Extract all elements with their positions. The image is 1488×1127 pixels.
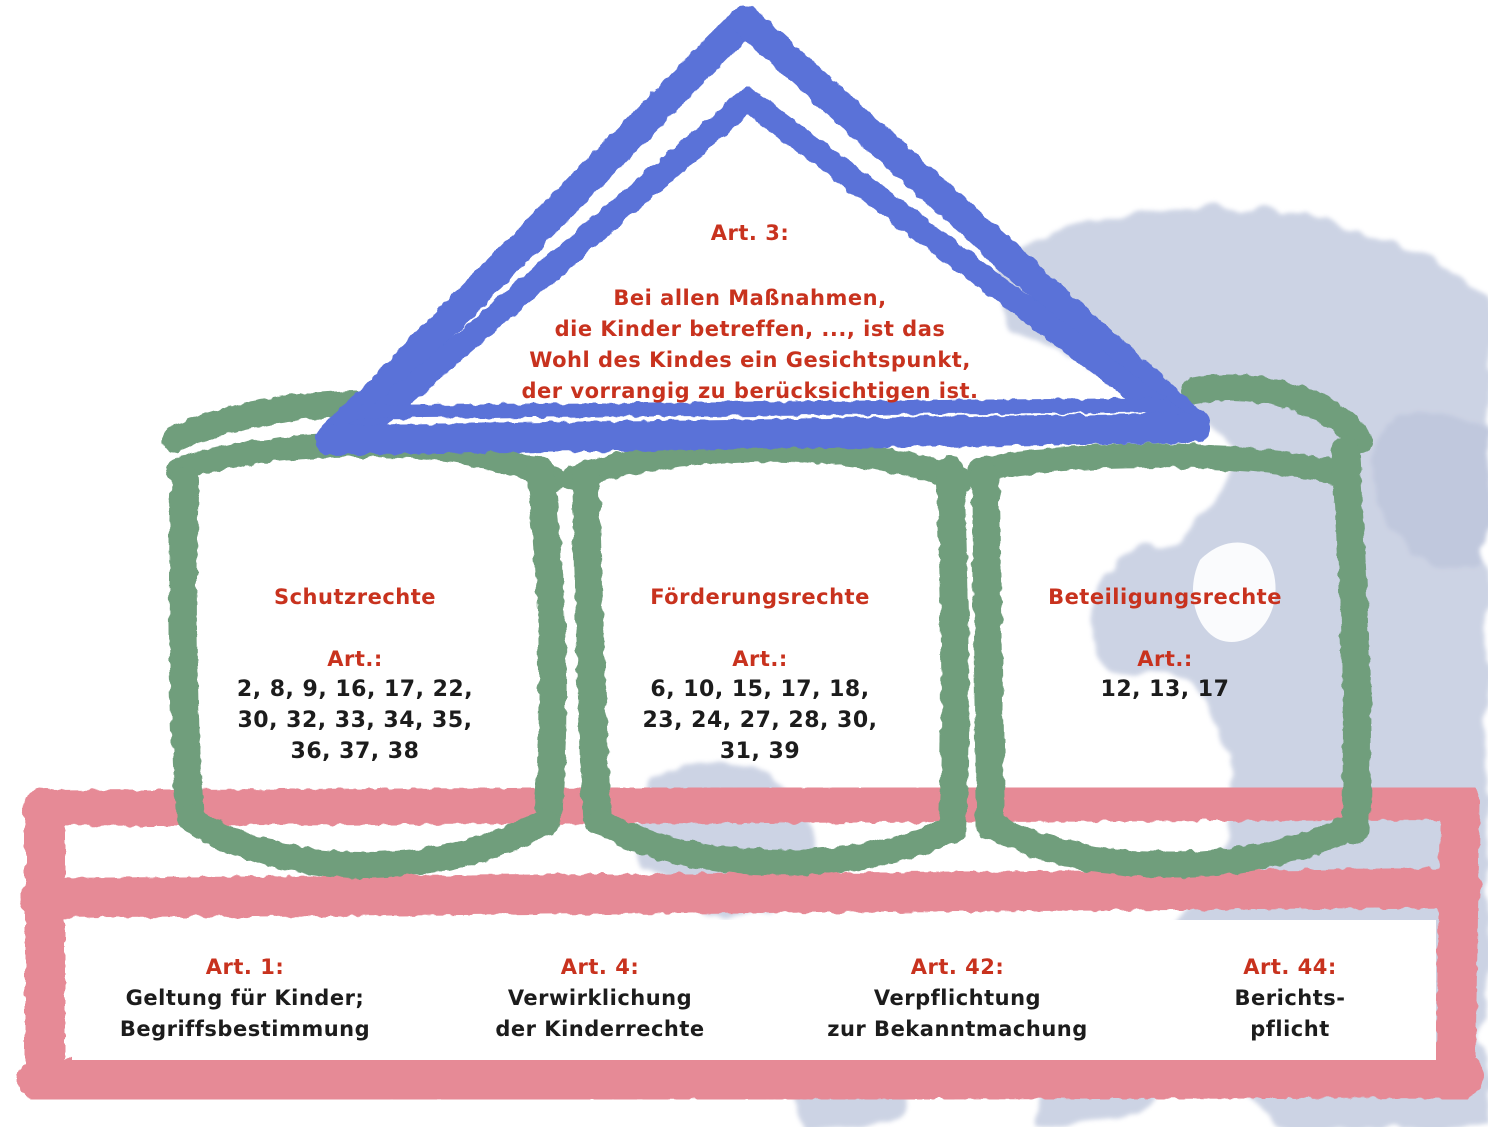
base-line: Verpflichtung — [873, 986, 1042, 1010]
pillar-title: Beteiligungsrechte — [1048, 585, 1282, 609]
base-article-1: Art. 1: Geltung für Kinder; Begriffsbest… — [80, 952, 410, 1045]
base-line: Begriffsbestimmung — [119, 1017, 371, 1041]
base-line: zur Bekanntmachung — [827, 1017, 1088, 1041]
roof-heading: Art. 3: — [710, 221, 790, 245]
pillar-article-line: 36, 37, 38 — [290, 739, 420, 764]
pillar-schutzrechte: Schutzrechte Art.: 2, 8, 9, 16, 17, 22, … — [185, 582, 525, 767]
base-line: Berichts- — [1234, 986, 1346, 1010]
base-article-42: Art. 42: Verpflichtung zur Bekanntmachun… — [785, 952, 1130, 1045]
pillar-article-line: 31, 39 — [719, 739, 801, 764]
silhouette-highlight — [1192, 542, 1276, 642]
pillar-art-label: Art.: — [732, 647, 788, 671]
base-line: pflicht — [1250, 1017, 1330, 1041]
base-article-44: Art. 44: Berichts- pflicht — [1175, 952, 1405, 1045]
base-line: Geltung für Kinder; — [125, 986, 365, 1010]
pillar-article-line: 30, 32, 33, 34, 35, — [237, 708, 473, 733]
base-heading: Art. 44: — [1243, 955, 1337, 979]
base-article-4: Art. 4: Verwirklichung der Kinderrechte — [445, 952, 755, 1045]
pillar-article-line: 12, 13, 17 — [1100, 677, 1230, 702]
roof-line: Wohl des Kindes ein Gesichtspunkt, — [529, 348, 971, 372]
roof-line: Bei allen Maßnahmen, — [613, 286, 887, 310]
base-panel — [72, 920, 1436, 1060]
roof-triangle — [315, 5, 1210, 455]
pillar-beteiligungsrechte: Beteiligungsrechte Art.: 12, 13, 17 — [995, 582, 1335, 705]
pillar-art-label: Art.: — [1137, 647, 1193, 671]
roof-line: der vorrangig zu berücksichtigen ist. — [521, 379, 979, 403]
base-heading: Art. 42: — [910, 955, 1005, 979]
base-line: Verwirklichung — [507, 986, 693, 1010]
base-slab — [18, 782, 1484, 1105]
pillar-article-line: 2, 8, 9, 16, 17, 22, — [236, 677, 474, 702]
pillar-foerderungsrechte: Förderungsrechte Art.: 6, 10, 15, 17, 18… — [590, 582, 930, 767]
pillar-art-label: Art.: — [327, 647, 383, 671]
base-line: der Kinderrechte — [495, 1017, 705, 1041]
base-heading: Art. 4: — [560, 955, 640, 979]
pillar-title: Förderungsrechte — [650, 585, 870, 609]
roof-text-block: Art. 3: Bei allen Maßnahmen, die Kinder … — [430, 218, 1070, 407]
base-heading: Art. 1: — [205, 955, 285, 979]
pillar-title: Schutzrechte — [273, 585, 436, 609]
pillar-article-line: 23, 24, 27, 28, 30, — [642, 708, 878, 733]
pillar-article-line: 6, 10, 15, 17, 18, — [650, 677, 870, 702]
roof-line: die Kinder betreffen, ..., ist das — [554, 317, 946, 341]
